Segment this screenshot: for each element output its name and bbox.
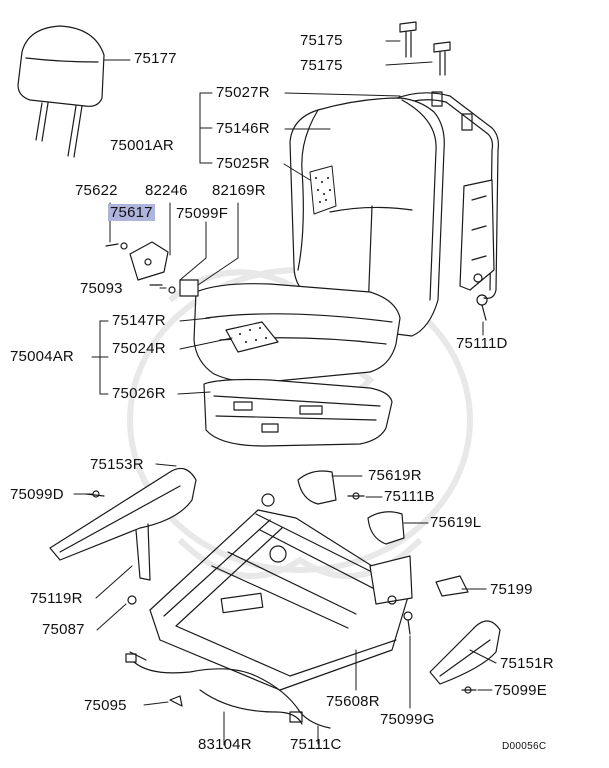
part-label-83104R[interactable]: 83104R — [198, 736, 252, 753]
part-label-75111D[interactable]: 75111D — [456, 335, 508, 352]
part-label-75153R[interactable]: 75153R — [90, 456, 144, 473]
wiring-harness-illustration — [125, 651, 331, 729]
part-label-75087[interactable]: 75087 — [42, 621, 85, 638]
diagram-id: D00056C — [502, 741, 547, 752]
part-label-75617-highlighted[interactable]: 75617 — [108, 204, 155, 221]
part-label-75608R[interactable]: 75608R — [326, 693, 380, 710]
part-label-75004AR[interactable]: 75004AR — [10, 348, 74, 365]
part-label-75175-lower[interactable]: 75175 — [300, 57, 343, 74]
part-label-75199[interactable]: 75199 — [490, 581, 533, 598]
headrest-guide-illustration — [399, 21, 451, 76]
part-label-75146R[interactable]: 75146R — [216, 120, 270, 137]
side-shield-illustration — [49, 467, 197, 581]
part-label-75099E[interactable]: 75099E — [494, 682, 547, 699]
part-label-75001AR[interactable]: 75001AR — [110, 137, 174, 154]
part-label-75175-upper[interactable]: 75175 — [300, 32, 343, 49]
part-label-75099D[interactable]: 75099D — [10, 486, 64, 503]
seat-adjuster-frame-illustration — [149, 493, 413, 691]
part-label-75111B[interactable]: 75111B — [384, 488, 435, 505]
part-label-75619R[interactable]: 75619R — [368, 467, 422, 484]
inner-shield-illustration — [429, 620, 501, 685]
headrest-illustration — [17, 25, 105, 158]
seat-cushion-illustration — [193, 283, 401, 383]
part-label-75093[interactable]: 75093 — [80, 280, 123, 297]
plate-illustration — [435, 575, 469, 597]
part-label-75177[interactable]: 75177 — [134, 50, 177, 67]
part-label-75095[interactable]: 75095 — [84, 697, 127, 714]
part-label-75026R[interactable]: 75026R — [112, 385, 166, 402]
part-label-75025R[interactable]: 75025R — [216, 155, 270, 172]
part-label-75151R[interactable]: 75151R — [500, 655, 554, 672]
part-label-75111C[interactable]: 75111C — [290, 736, 342, 753]
recliner-cover-illustration — [297, 470, 405, 545]
part-label-75147R[interactable]: 75147R — [112, 312, 166, 329]
part-label-75024R[interactable]: 75024R — [112, 340, 166, 357]
seat-pan-illustration — [203, 378, 393, 447]
latch-hardware-illustration — [105, 241, 199, 297]
part-label-75027R[interactable]: 75027R — [216, 84, 270, 101]
part-label-75622[interactable]: 75622 — [75, 182, 118, 199]
part-label-82169R[interactable]: 82169R — [212, 182, 266, 199]
part-label-75099F[interactable]: 75099F — [176, 205, 229, 222]
part-label-75099G[interactable]: 75099G — [380, 711, 435, 728]
part-label-82246[interactable]: 82246 — [145, 182, 188, 199]
bolt-illustration — [127, 294, 488, 694]
part-label-75119R[interactable]: 75119R — [30, 590, 83, 607]
seatback-frame-illustration — [391, 91, 499, 299]
part-label-75619L[interactable]: 75619L — [430, 514, 482, 531]
